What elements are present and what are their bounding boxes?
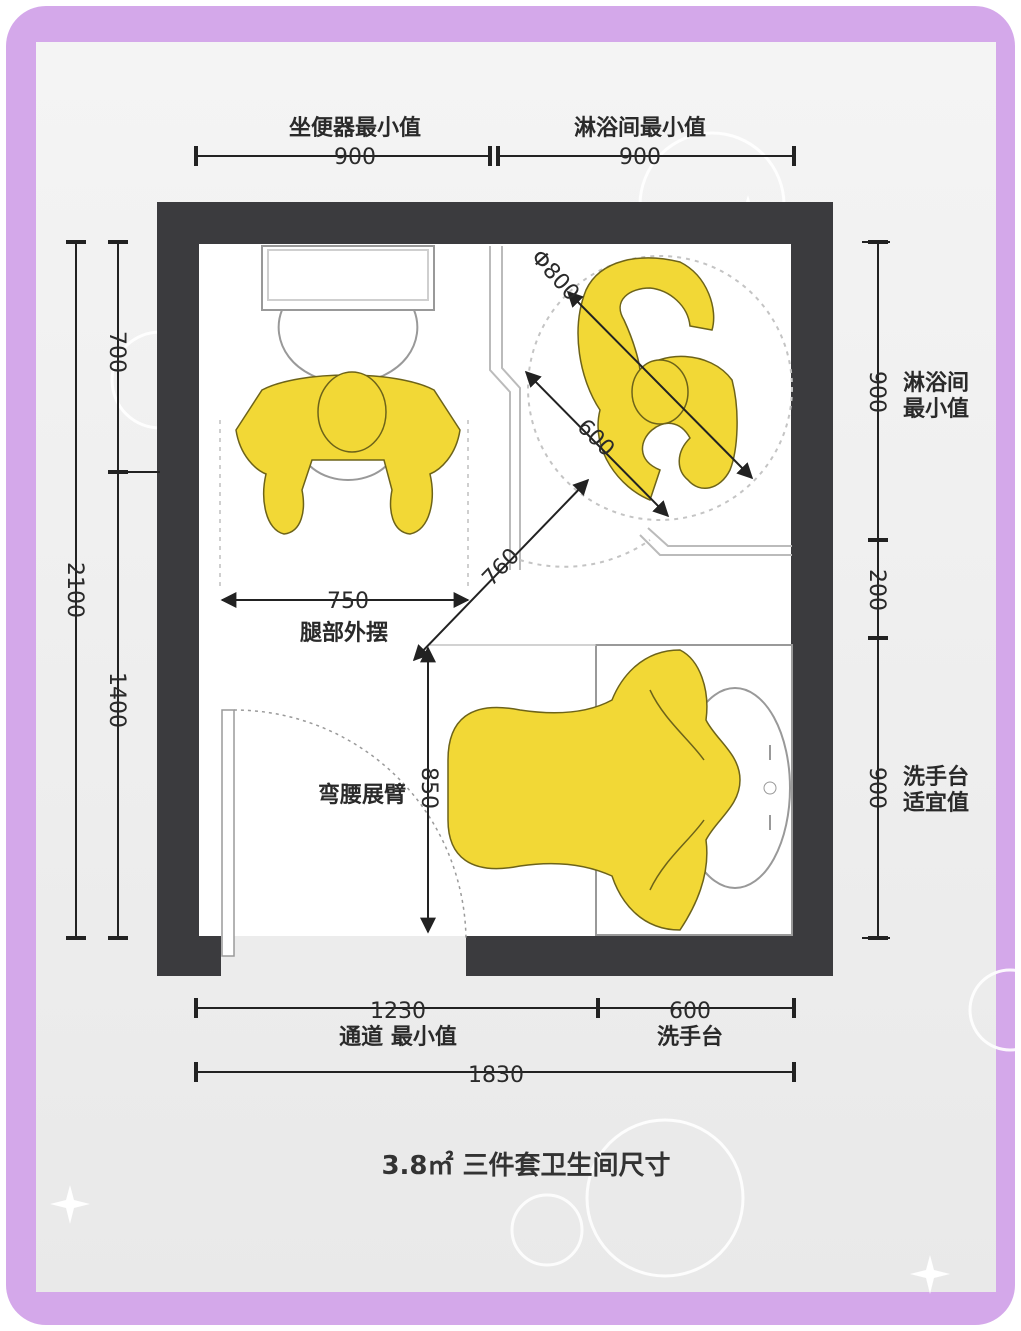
- basin-depth-label-1: 洗手台: [903, 764, 969, 790]
- basin-width-label: 洗手台: [657, 1024, 723, 1050]
- basin-width-dim: 600: [669, 999, 711, 1024]
- toilet-width-dim: 900: [334, 145, 376, 170]
- toilet-depth-dim: 700: [104, 331, 129, 373]
- door: [221, 709, 467, 957]
- shower-depth-dim: 900: [864, 371, 889, 413]
- basin-depth-label-2: 适宜值: [903, 790, 969, 816]
- basin-depth-dim: 900: [864, 767, 889, 809]
- passage-width-dim: 1230: [370, 999, 426, 1024]
- bend-arm-dim: 850: [416, 767, 441, 809]
- leg-swing-label: 腿部外摆: [300, 620, 388, 646]
- diagram-caption: 3.8㎡ 三件套卫生间尺寸: [381, 1150, 670, 1181]
- person-basin-figure: [447, 649, 741, 931]
- total-depth-dim: 2100: [62, 562, 87, 618]
- passage-min-label: 通道 最小值: [339, 1024, 457, 1050]
- bend-arm-label: 弯腰展臂: [318, 782, 406, 808]
- shower-min-label: 淋浴间最小值: [574, 115, 706, 141]
- shower-depth-label-2: 最小值: [903, 396, 969, 422]
- dimension-lines: [66, 146, 890, 1082]
- walls: [157, 202, 833, 976]
- person-toilet-figure: [235, 371, 461, 535]
- shower-width-dim: 900: [619, 145, 661, 170]
- leg-swing-dim: 750: [327, 589, 369, 614]
- total-width-dim: 1830: [468, 1063, 524, 1088]
- toilet-min-label: 坐便器最小值: [289, 115, 421, 141]
- gap-depth-dim: 200: [864, 569, 889, 611]
- passage-depth-dim: 1400: [104, 672, 129, 728]
- shower-depth-label-1: 淋浴间: [903, 370, 969, 396]
